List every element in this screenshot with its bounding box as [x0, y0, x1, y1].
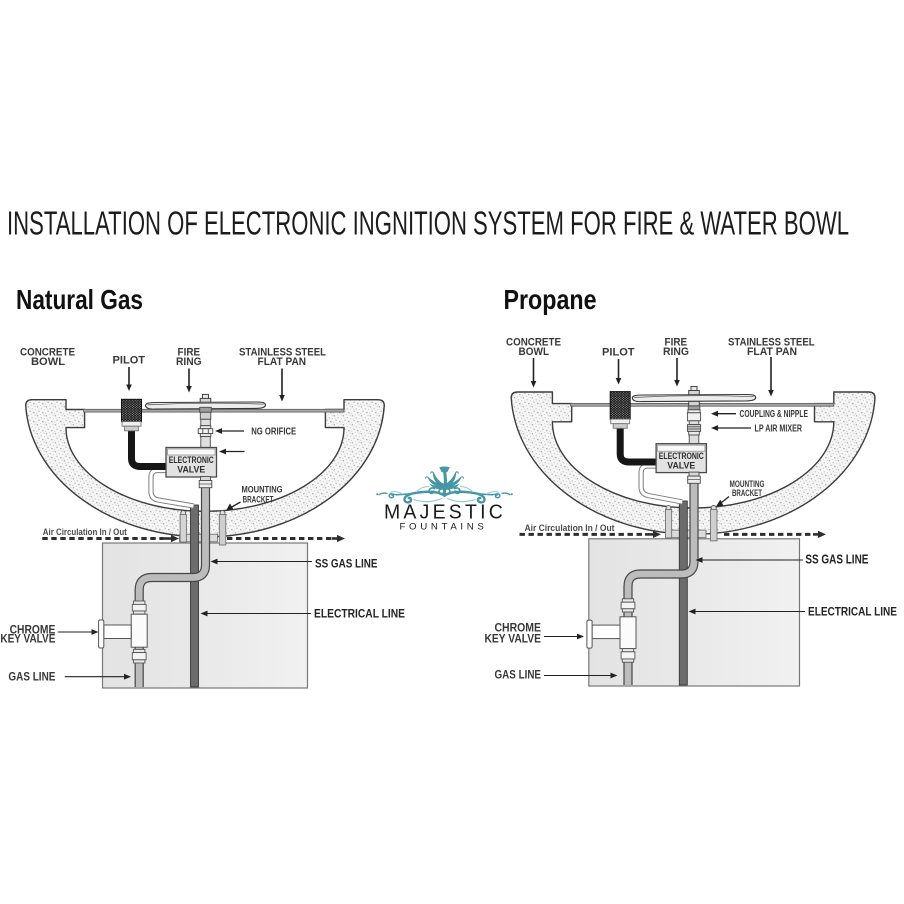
svg-text:CHROME: CHROME	[10, 625, 56, 637]
svg-text:BRACKET: BRACKET	[732, 488, 762, 499]
svg-text:RING: RING	[176, 356, 202, 368]
svg-text:Air Circulation In / Out: Air Circulation In / Out	[43, 526, 127, 537]
svg-text:GAS LINE: GAS LINE	[495, 670, 542, 682]
svg-text:COUPLING & NIPPLE: COUPLING & NIPPLE	[740, 408, 809, 420]
svg-text:FLAT PAN: FLAT PAN	[258, 356, 307, 368]
svg-text:FIRE: FIRE	[665, 337, 688, 349]
svg-text:ELECTRICAL LINE: ELECTRICAL LINE	[808, 605, 897, 619]
svg-text:Air Circulation In / Out: Air Circulation In / Out	[525, 522, 615, 533]
svg-text:BOWL: BOWL	[519, 346, 550, 358]
svg-text:SS GAS LINE: SS GAS LINE	[805, 553, 868, 567]
svg-text:MOUNTING: MOUNTING	[730, 479, 765, 490]
svg-text:Natural Gas: Natural Gas	[16, 284, 143, 315]
svg-text:STAINLESS STEEL: STAINLESS STEEL	[239, 347, 326, 359]
svg-text:GAS LINE: GAS LINE	[8, 672, 55, 684]
svg-text:FLAT PAN: FLAT PAN	[747, 346, 797, 358]
svg-text:ELECTRONIC: ELECTRONIC	[659, 451, 704, 462]
svg-text:KEY VALVE: KEY VALVE	[0, 634, 55, 646]
svg-text:FOUNTAINS: FOUNTAINS	[400, 522, 488, 532]
svg-text:STAINLESS STEEL: STAINLESS STEEL	[728, 337, 815, 349]
svg-text:FIRE: FIRE	[178, 347, 201, 359]
svg-text:CHROME: CHROME	[495, 623, 542, 635]
svg-text:PILOT: PILOT	[113, 355, 146, 367]
svg-text:MOUNTING: MOUNTING	[242, 485, 283, 496]
svg-text:CONCRETE: CONCRETE	[20, 347, 75, 359]
svg-text:MAJESTIC: MAJESTIC	[384, 501, 506, 524]
svg-text:CONCRETE: CONCRETE	[506, 337, 561, 349]
svg-text:BOWL: BOWL	[31, 356, 65, 368]
svg-text:RING: RING	[663, 346, 689, 358]
svg-text:VALVE: VALVE	[667, 461, 695, 472]
svg-text:ELECTRONIC: ELECTRONIC	[169, 455, 214, 466]
svg-text:PILOT: PILOT	[602, 347, 635, 359]
svg-text:INSTALLATION OF ELECTRONIC ING: INSTALLATION OF ELECTRONIC INGNITION SYS…	[7, 206, 849, 243]
svg-text:LP AIR MIXER: LP AIR MIXER	[755, 423, 803, 435]
svg-text:VALVE: VALVE	[177, 465, 205, 476]
svg-text:KEY VALVE: KEY VALVE	[485, 634, 542, 646]
svg-text:NG ORIFICE: NG ORIFICE	[251, 426, 296, 438]
svg-text:SS GAS LINE: SS GAS LINE	[315, 556, 378, 570]
svg-text:ELECTRICAL LINE: ELECTRICAL LINE	[314, 607, 405, 621]
svg-text:Propane: Propane	[504, 284, 597, 315]
svg-text:BRACKET: BRACKET	[243, 494, 274, 505]
